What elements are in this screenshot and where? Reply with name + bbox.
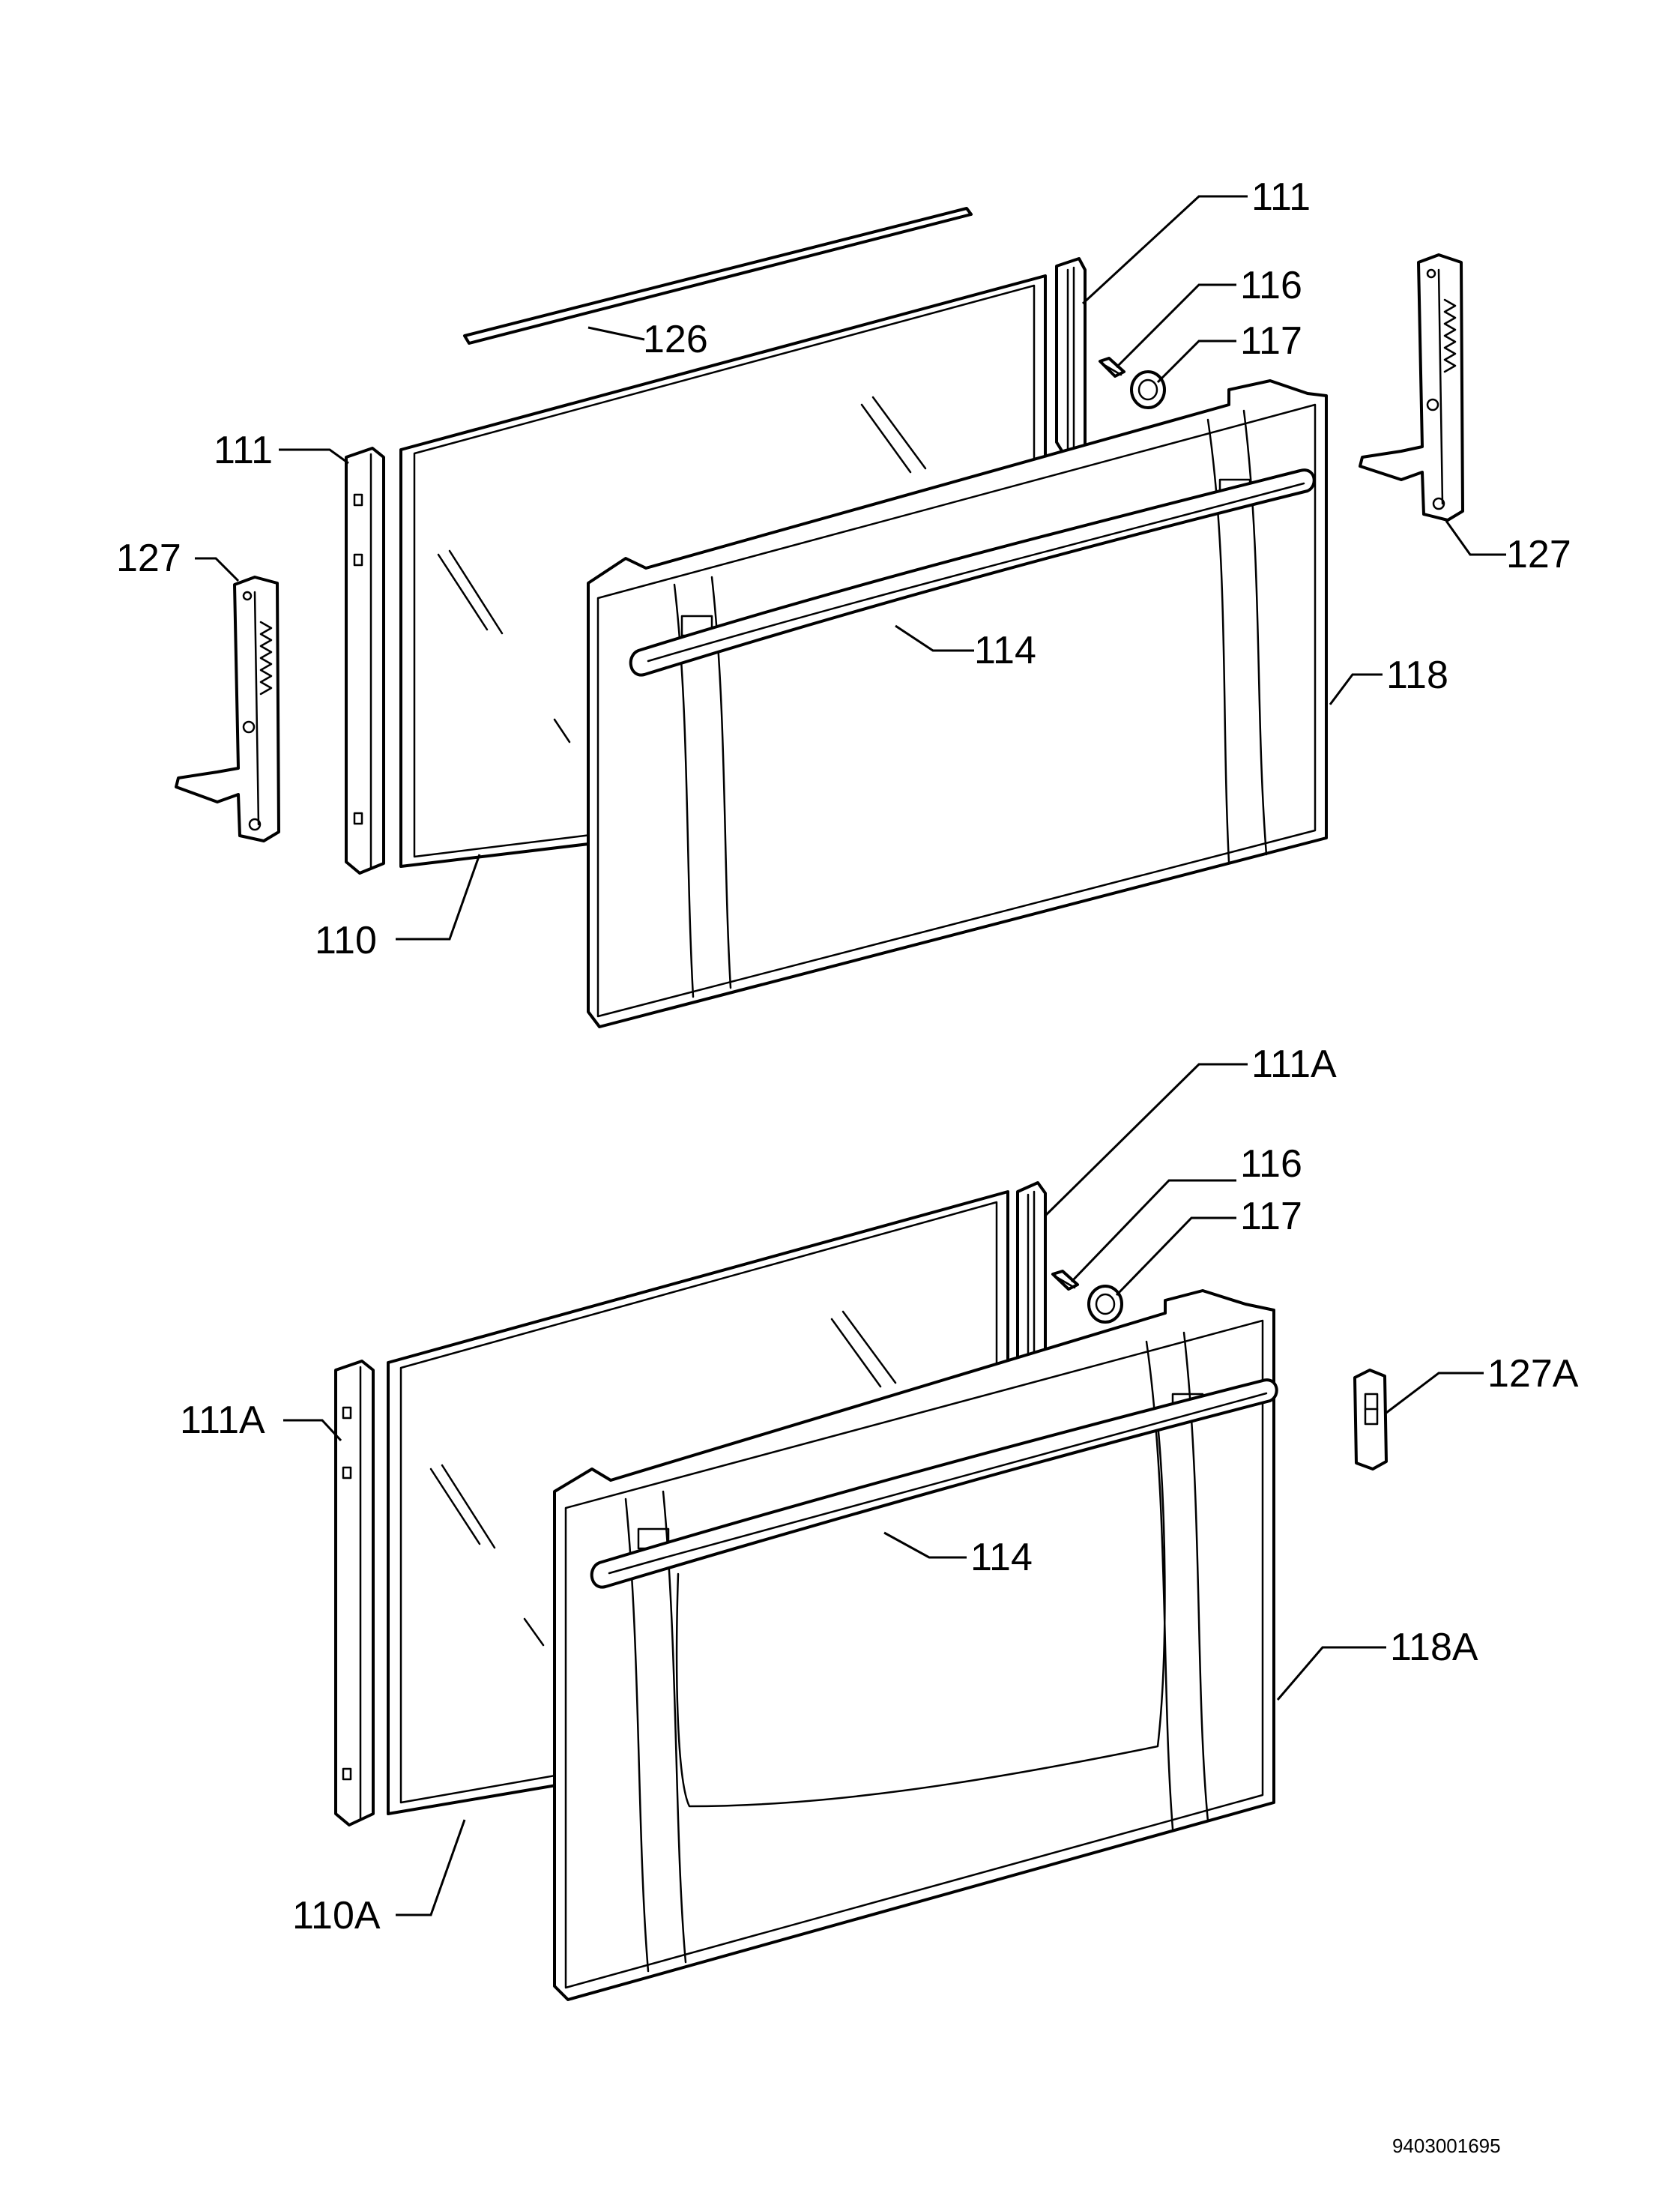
callout-127-left: 127 bbox=[116, 537, 181, 580]
callout-114-top: 114 bbox=[974, 629, 1036, 672]
leader-127-right bbox=[1445, 520, 1506, 556]
screw-cap-lower bbox=[1087, 1285, 1123, 1324]
lower-door-assembly: 111A 116 117 127A 111A 114 118A 110A bbox=[180, 1043, 1579, 2001]
callout-111-right: 111 bbox=[1251, 175, 1311, 219]
leader-126 bbox=[587, 326, 645, 341]
callout-116-top: 116 bbox=[1240, 264, 1302, 307]
leader-127-left bbox=[195, 557, 240, 582]
door-screw bbox=[1099, 357, 1125, 378]
outer-door-panel bbox=[587, 379, 1328, 1028]
callout-114-bottom: 114 bbox=[970, 1536, 1033, 1579]
callout-110: 110 bbox=[315, 919, 377, 962]
leader-116-top bbox=[1115, 283, 1236, 369]
right-hinge bbox=[1359, 253, 1464, 522]
leader-114-top bbox=[895, 624, 974, 652]
door-screw-lower bbox=[1051, 1270, 1079, 1291]
leader-114-bottom bbox=[883, 1531, 967, 1559]
callout-111A-left: 111A bbox=[180, 1399, 265, 1442]
callout-117-bottom: 117 bbox=[1240, 1195, 1302, 1238]
outer-door-panel-lower bbox=[553, 1289, 1275, 2001]
callout-127-right: 127 bbox=[1506, 533, 1571, 576]
callout-118A: 118A bbox=[1390, 1626, 1478, 1669]
callout-111-left: 111 bbox=[214, 429, 273, 472]
leader-111A-left bbox=[283, 1419, 342, 1442]
callout-116-bottom: 116 bbox=[1240, 1142, 1302, 1186]
screw-cap bbox=[1130, 370, 1166, 409]
leader-118 bbox=[1329, 673, 1383, 705]
leader-110A bbox=[396, 1819, 466, 1916]
left-side-strip bbox=[345, 447, 385, 875]
leader-117-top bbox=[1156, 340, 1236, 384]
callout-118: 118 bbox=[1386, 654, 1448, 697]
right-side-strip bbox=[1055, 257, 1087, 453]
leader-116-bottom bbox=[1070, 1179, 1236, 1283]
left-hinge bbox=[175, 576, 280, 842]
upper-door-assembly: 126 111 116 117 111 127 127 114 118 110 bbox=[116, 175, 1571, 1028]
leader-111A-right bbox=[1044, 1063, 1248, 1217]
leader-118A bbox=[1276, 1646, 1386, 1701]
callout-126: 126 bbox=[643, 318, 708, 361]
leader-117-bottom bbox=[1115, 1216, 1236, 1297]
door-handle-lower bbox=[590, 1378, 1278, 1589]
door-catch bbox=[1353, 1369, 1388, 1471]
leader-127A bbox=[1386, 1372, 1484, 1414]
callout-111A-right: 111A bbox=[1251, 1043, 1337, 1086]
leader-110 bbox=[396, 854, 481, 941]
left-side-strip-lower bbox=[334, 1360, 375, 1827]
callout-127A: 127A bbox=[1487, 1352, 1579, 1396]
glass-seal-strip bbox=[463, 207, 973, 345]
callout-117-top: 117 bbox=[1240, 319, 1302, 363]
document-number: 9403001695 bbox=[1392, 2135, 1501, 2157]
callout-110A: 110A bbox=[292, 1894, 381, 1937]
leader-111-right bbox=[1081, 195, 1248, 305]
door-handle bbox=[629, 468, 1316, 677]
leader-111-left bbox=[279, 448, 349, 465]
